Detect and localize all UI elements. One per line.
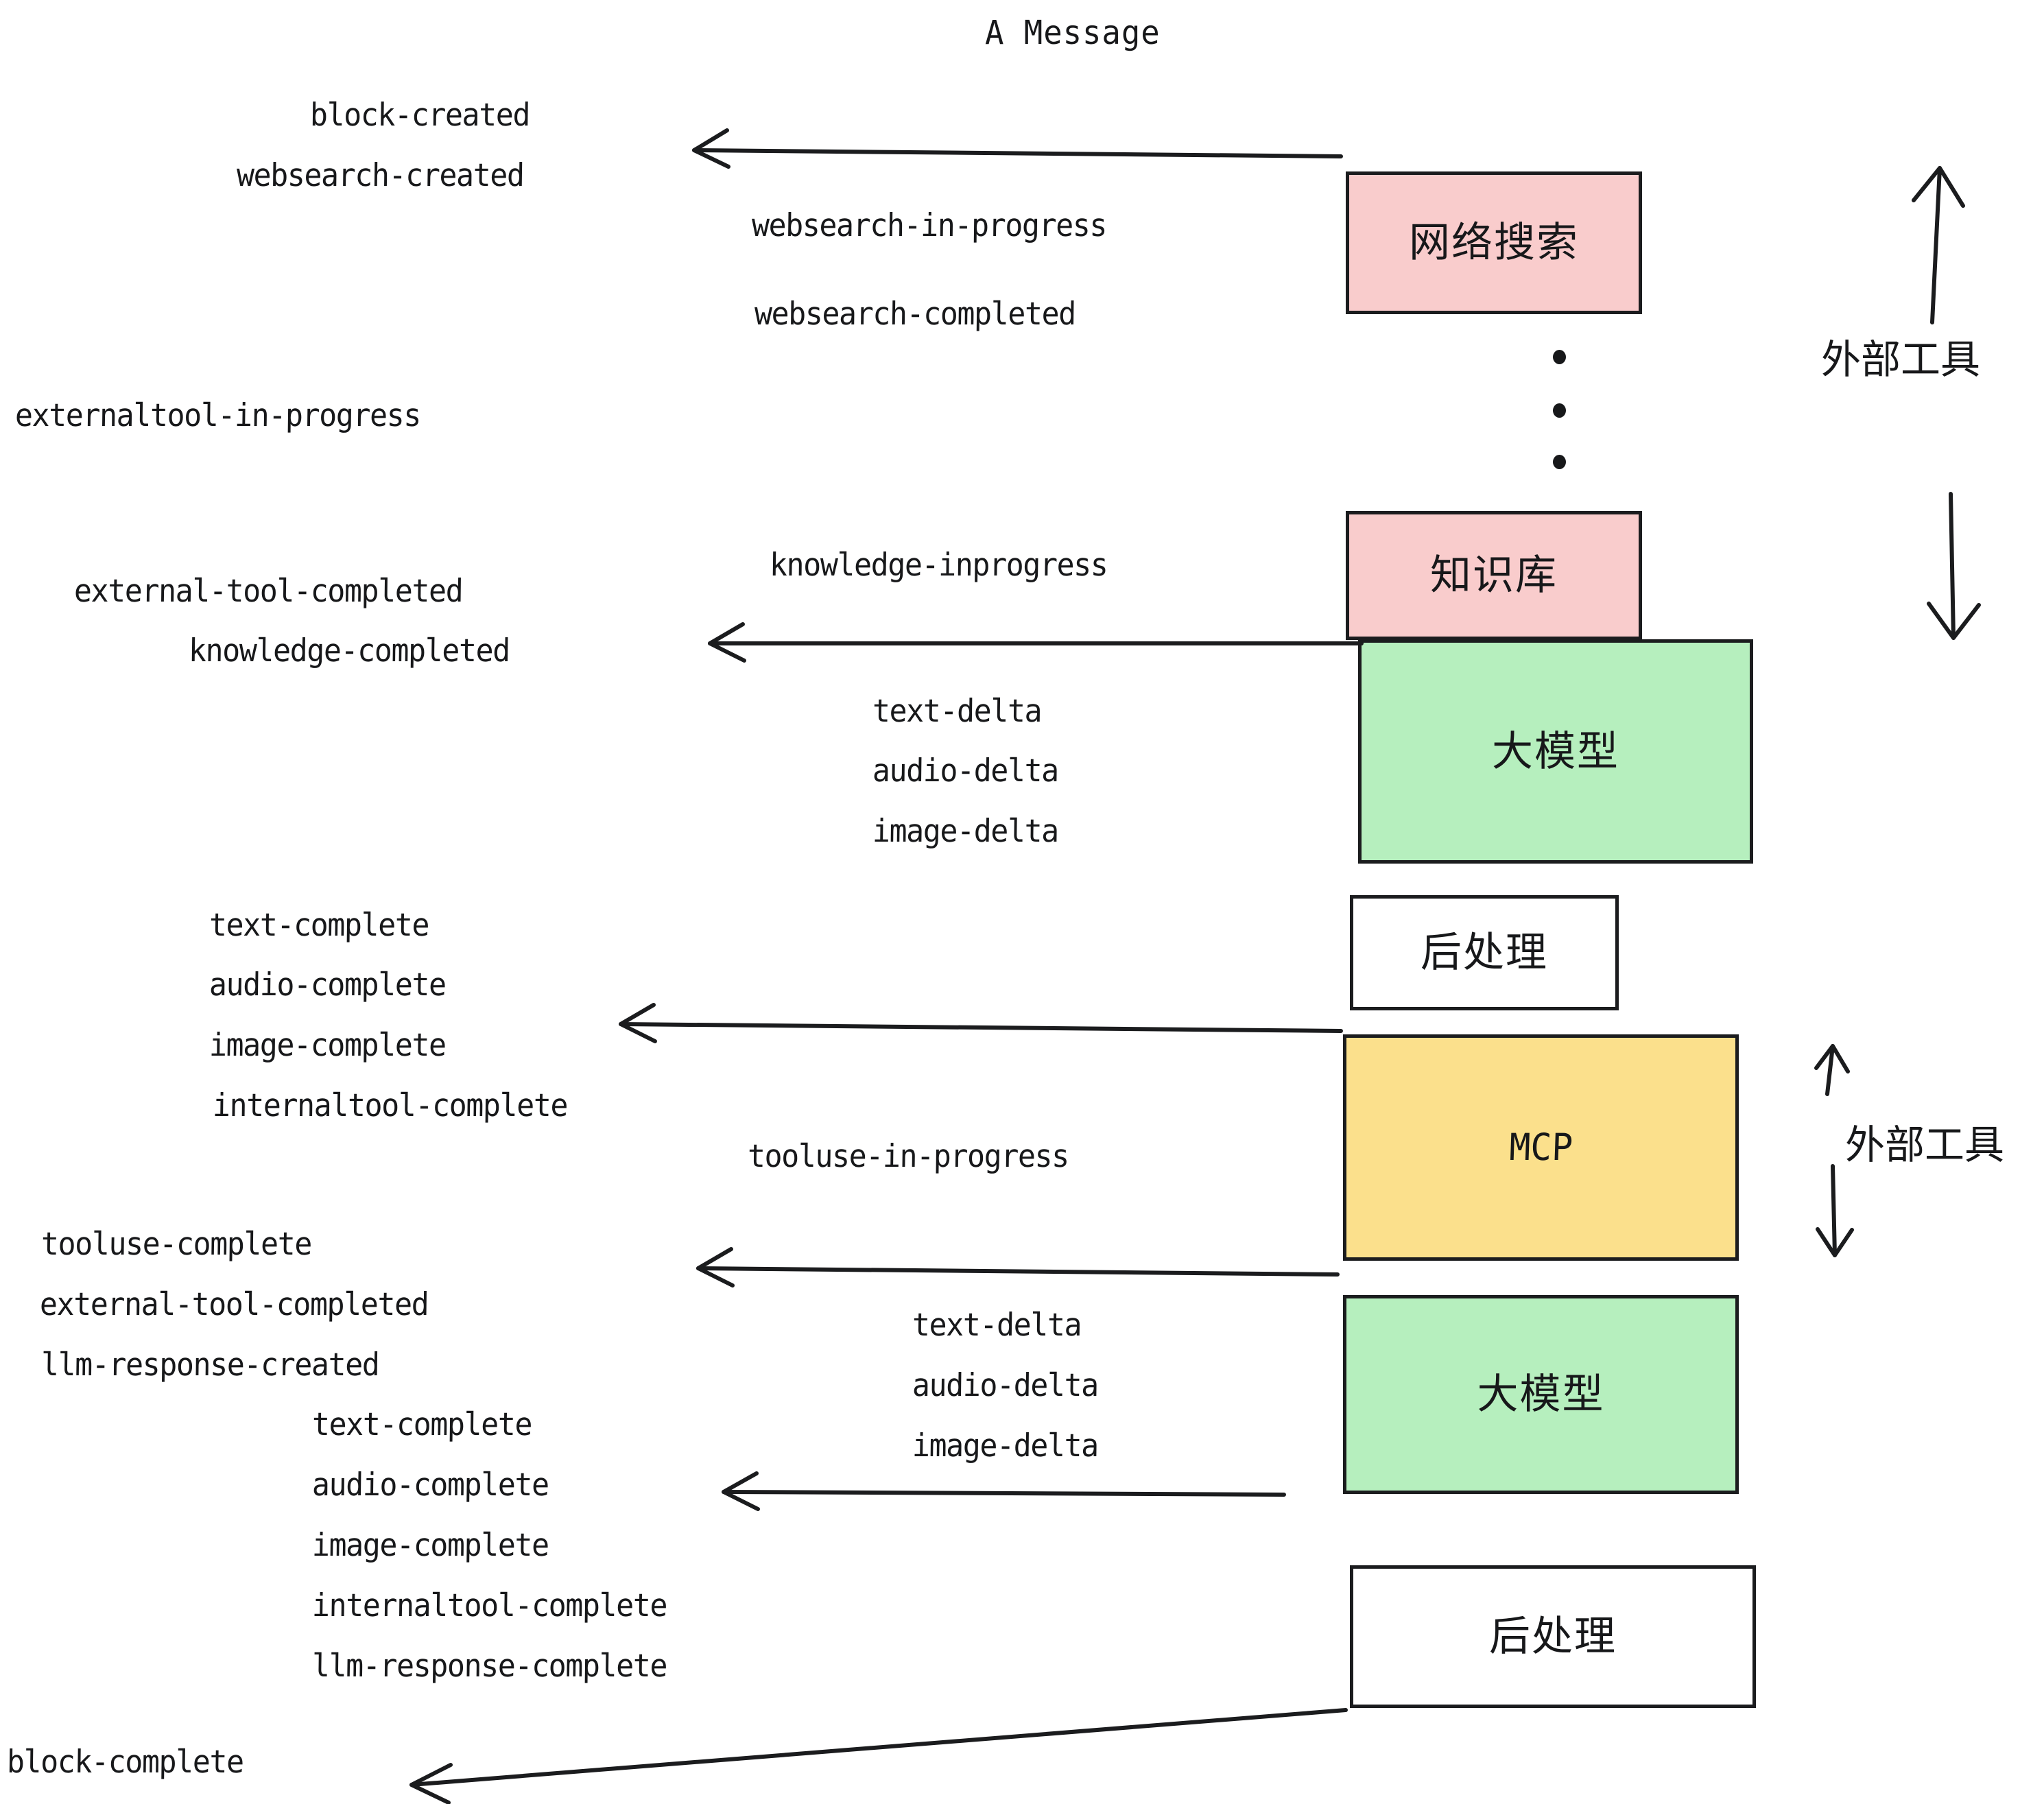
arrow-external-tools-down <box>1949 492 1956 640</box>
box-websearch-label: 网络搜索 <box>1409 219 1579 267</box>
event-block-complete: block-complete <box>6 1743 244 1780</box>
box-knowledge[interactable]: 知识库 <box>1346 511 1642 640</box>
arrow-block-complete <box>409 1708 1348 1787</box>
event-tooluse-complete: tooluse-complete <box>40 1225 312 1262</box>
arrowhead-block-created <box>692 128 730 169</box>
event-knowledge-inprogress: knowledge-inprogress <box>769 546 1108 583</box>
arrow-external-tools-up-2 <box>1825 1044 1835 1096</box>
event-externaltool-in-progress: externaltool-in-progress <box>14 396 421 434</box>
event-llm-response-complete: llm-response-complete <box>311 1647 667 1684</box>
event-text-complete-1: text-complete <box>209 906 429 943</box>
event-audio-complete-2: audio-complete <box>311 1466 549 1503</box>
event-knowledge-completed: knowledge-completed <box>188 632 510 669</box>
event-external-tool-completed-2: external-tool-completed <box>39 1285 429 1322</box>
box-websearch[interactable]: 网络搜索 <box>1346 171 1642 314</box>
arrow-block-created <box>692 148 1343 158</box>
external-tools-label-bottom: 外部工具 <box>1845 1121 2005 1168</box>
event-text-complete-2: text-complete <box>311 1405 532 1443</box>
event-audio-delta-1: audio-delta <box>872 752 1059 789</box>
event-llm-response-created: llm-response-created <box>40 1346 379 1383</box>
box-mcp-label: MCP <box>1508 1126 1573 1169</box>
event-audio-delta-2: audio-delta <box>912 1366 1099 1403</box>
arrowhead-external-tools-down <box>1927 602 1981 640</box>
event-text-delta-1: text-delta <box>872 692 1042 729</box>
event-tooluse-in-progress: tooluse-in-progress <box>747 1137 1069 1174</box>
arrow-tooluse-complete <box>696 1266 1340 1277</box>
box-post-bottom[interactable]: 后处理 <box>1350 1565 1756 1708</box>
arrowhead-external-tools-up-2 <box>1814 1044 1850 1073</box>
box-post-top-label: 后处理 <box>1421 929 1548 977</box>
ellipsis-dot <box>1553 403 1566 418</box>
event-image-delta-1: image-delta <box>872 812 1059 849</box>
box-knowledge-label: 知识库 <box>1430 551 1558 600</box>
event-internaltool-complete-2: internaltool-complete <box>311 1587 667 1624</box>
arrow-audio-complete <box>722 1490 1286 1497</box>
arrowhead-block-complete <box>409 1763 453 1804</box>
event-websearch-in-progress: websearch-in-progress <box>751 206 1107 244</box>
arrowhead-image-complete <box>619 1003 657 1043</box>
arrowhead-external-tools-down-2 <box>1816 1227 1854 1257</box>
page-title: A Message <box>985 14 1161 52</box>
box-llm-top[interactable]: 大模型 <box>1358 639 1753 864</box>
event-text-delta-2: text-delta <box>912 1306 1082 1343</box>
box-post-bottom-label: 后处理 <box>1489 1613 1617 1661</box>
arrow-image-complete <box>619 1022 1343 1033</box>
box-llm-bottom-label: 大模型 <box>1477 1370 1605 1419</box>
event-image-complete-2: image-complete <box>311 1526 549 1563</box>
box-mcp[interactable]: MCP <box>1343 1034 1739 1261</box>
arrow-external-tools-up <box>1930 166 1942 324</box>
box-post-top[interactable]: 后处理 <box>1350 895 1619 1010</box>
arrowhead-audio-complete <box>722 1471 760 1511</box>
arrowhead-tooluse-complete <box>696 1247 735 1287</box>
event-image-delta-2: image-delta <box>912 1427 1099 1464</box>
event-audio-complete-1: audio-complete <box>209 966 447 1003</box>
arrowhead-external-tools-up <box>1912 166 1965 208</box>
arrow-external-tools-down-2 <box>1831 1164 1837 1257</box>
event-external-tool-completed-1: external-tool-completed <box>73 572 463 609</box>
event-block-created: block-created <box>309 96 530 133</box>
ellipsis-dot <box>1553 350 1566 364</box>
event-image-complete-1: image-complete <box>209 1026 447 1063</box>
event-internaltool-complete-1: internaltool-complete <box>212 1087 568 1124</box>
box-llm-top-label: 大模型 <box>1492 727 1619 776</box>
arrowhead-knowledge-completed <box>708 622 746 663</box>
external-tools-label-top: 外部工具 <box>1821 336 1981 383</box>
box-llm-bottom[interactable]: 大模型 <box>1343 1295 1739 1494</box>
event-websearch-created: websearch-created <box>236 156 524 193</box>
ellipsis-dot <box>1553 455 1566 469</box>
event-websearch-completed: websearch-completed <box>754 295 1076 332</box>
